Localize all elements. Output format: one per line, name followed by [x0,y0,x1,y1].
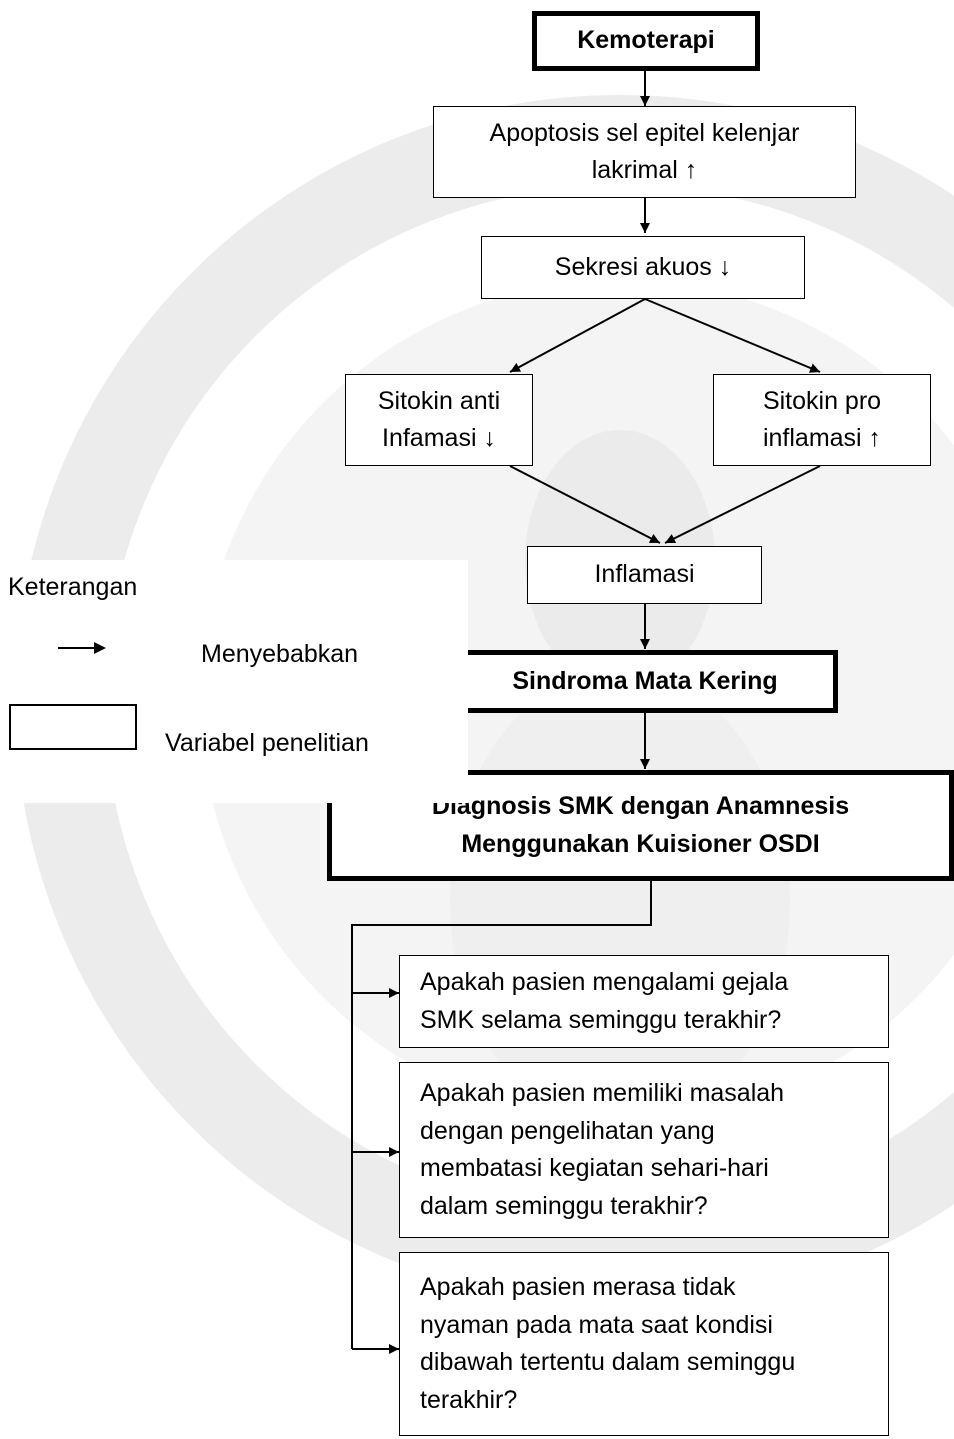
legend-title: Keterangan [8,573,138,601]
node-sitokin-pro: Sitokin pro inflamasi ↑ [713,374,931,466]
arrow-pro-inflamasi [664,465,821,544]
arrow-anti-inflamasi [509,465,661,544]
node-question-3: Apakah pasien merasa tidak nyaman pada m… [399,1252,889,1436]
arrow-sekresi-pro [644,298,821,373]
legend-box-label: Variabel penelitian [165,729,369,757]
node-kemoterapi: Kemoterapi [532,11,760,71]
node-sekresi-akuos: Sekresi akuos ↓ [481,236,805,299]
legend-arrow-label: Menyebabkan [201,640,359,668]
node-inflamasi: Inflamasi [527,546,762,604]
legend-box-sample [9,704,137,750]
node-question-1: Apakah pasien mengalami gejala SMK selam… [399,955,889,1048]
arrow-sekresi-anti [509,298,646,373]
connector-diagnosis-branch [351,880,652,1349]
node-sindroma-mata-kering: Sindroma Mata Kering [452,650,838,713]
legend-panel [0,560,468,803]
node-apoptosis: Apoptosis sel epitel kelenjar lakrimal ↑ [433,106,856,198]
node-sitokin-anti: Sitokin anti Infamasi ↓ [345,374,533,466]
node-question-2: Apakah pasien memiliki masalah dengan pe… [399,1062,889,1238]
